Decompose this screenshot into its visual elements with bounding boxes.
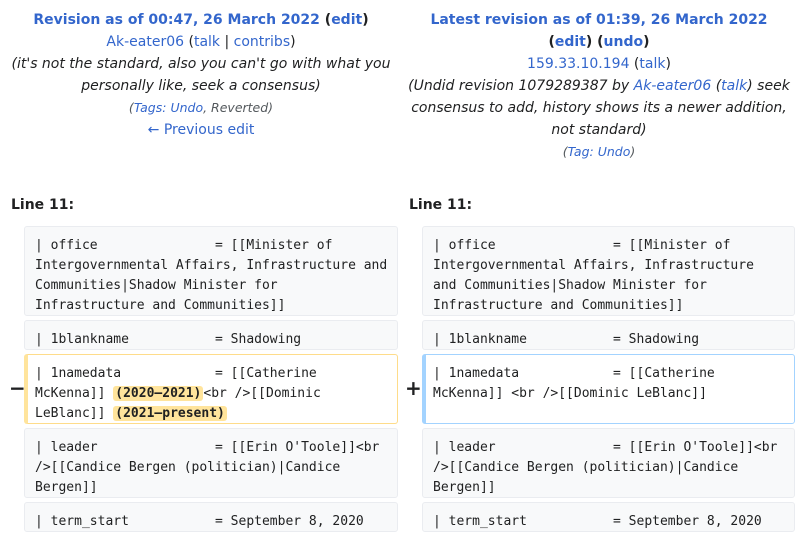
left-paren-open: ( — [319, 12, 332, 28]
right-tag-undo-link[interactable]: Undo — [597, 144, 631, 159]
left-user-line: Ak-eater06 (talk | contribs) — [106, 34, 296, 50]
deleted-highlight-2020-2021: (2020–2021) — [113, 386, 204, 401]
left-paren-close: ) — [362, 12, 369, 28]
right-revision-title-line: Latest revision as of 01:39, 26 March 20… — [403, 9, 795, 31]
left-separator: | — [220, 34, 234, 50]
right-ip-link[interactable]: 159.33.10.194 — [527, 56, 630, 72]
right-added-namedata: | 1namedata = [[Catherine McKenna]] <br … — [422, 354, 795, 424]
left-edit-summary: (it's not the standard, also you can't g… — [11, 56, 391, 94]
right-summary-rest: seek consensus to add, history shows its… — [411, 78, 790, 138]
left-talk-link[interactable]: talk — [193, 34, 221, 50]
left-revision-title-link[interactable]: Revision as of 00:47, 26 March 2022 — [33, 12, 320, 28]
deleted-highlight-2021-present: (2021–present) — [113, 406, 227, 421]
right-edit-summary: (Undid revision 1079289387 by Ak-eater06… — [408, 78, 790, 138]
namedata-left-text-a: | 1namedata = [[Catherine McKenna]] — [35, 366, 325, 401]
left-deleted-namedata: | 1namedata = [[Catherine McKenna]] (202… — [24, 354, 398, 424]
left-edit-link[interactable]: edit — [331, 12, 363, 28]
left-tags-label-link[interactable]: Tags: — [133, 100, 171, 115]
right-actions-line: (edit) (undo) — [548, 34, 650, 50]
right-context-leader: | leader = [[Erin O'Toole]]<br />[[Candi… — [422, 428, 795, 498]
left-revision-title-line: Revision as of 00:47, 26 March 2022 (edi… — [5, 9, 397, 31]
left-tag-rest: , Reverted — [203, 100, 269, 115]
right-summary-talk-link[interactable]: talk — [721, 78, 748, 94]
left-line-number: Line 11: — [11, 197, 75, 213]
right-revision-title-link[interactable]: Latest revision as of 01:39, 26 March 20… — [430, 12, 768, 28]
left-tag-undo-link[interactable]: Undo — [170, 100, 204, 115]
previous-edit-link[interactable]: ← Previous edit — [147, 122, 255, 138]
right-context-office: | office = [[Minister of Intergovernment… — [422, 226, 795, 316]
left-tags: (Tags: Undo, Reverted) — [128, 100, 274, 115]
left-context-term-start: | term_start = September 8, 2020 — [24, 502, 398, 532]
right-revision-header: Latest revision as of 01:39, 26 March 20… — [403, 9, 795, 163]
left-context-blankname: | 1blankname = Shadowing — [24, 320, 398, 350]
namedata-left-text-b: <br />[[Dominic LeBlanc]] — [35, 386, 329, 421]
right-context-term-start: | term_start = September 8, 2020 — [422, 502, 795, 532]
right-tag-label-link[interactable]: Tag: — [567, 144, 598, 159]
right-context-blankname: | 1blankname = Shadowing — [422, 320, 795, 350]
addition-marker: + — [405, 376, 422, 400]
left-context-office: | office = [[Minister of Intergovernment… — [24, 226, 398, 316]
right-undo-link[interactable]: undo — [603, 34, 644, 50]
right-user-line: 159.33.10.194 (talk) — [527, 56, 671, 72]
right-edit-link[interactable]: edit — [554, 34, 586, 50]
right-tags: (Tag: Undo) — [562, 144, 636, 159]
deletion-marker: − — [9, 376, 26, 400]
left-user-link[interactable]: Ak-eater06 — [106, 34, 185, 50]
right-summary-user-link[interactable]: Ak-eater06 — [633, 78, 712, 94]
left-revision-header: Revision as of 00:47, 26 March 2022 (edi… — [5, 9, 397, 141]
right-line-number: Line 11: — [409, 197, 473, 213]
left-context-leader: | leader = [[Erin O'Toole]]<br />[[Candi… — [24, 428, 398, 498]
right-summary-prefix: (Undid revision 1079289387 by — [408, 78, 634, 94]
right-talk-link[interactable]: talk — [639, 56, 666, 72]
left-contribs-link[interactable]: contribs — [233, 34, 291, 50]
